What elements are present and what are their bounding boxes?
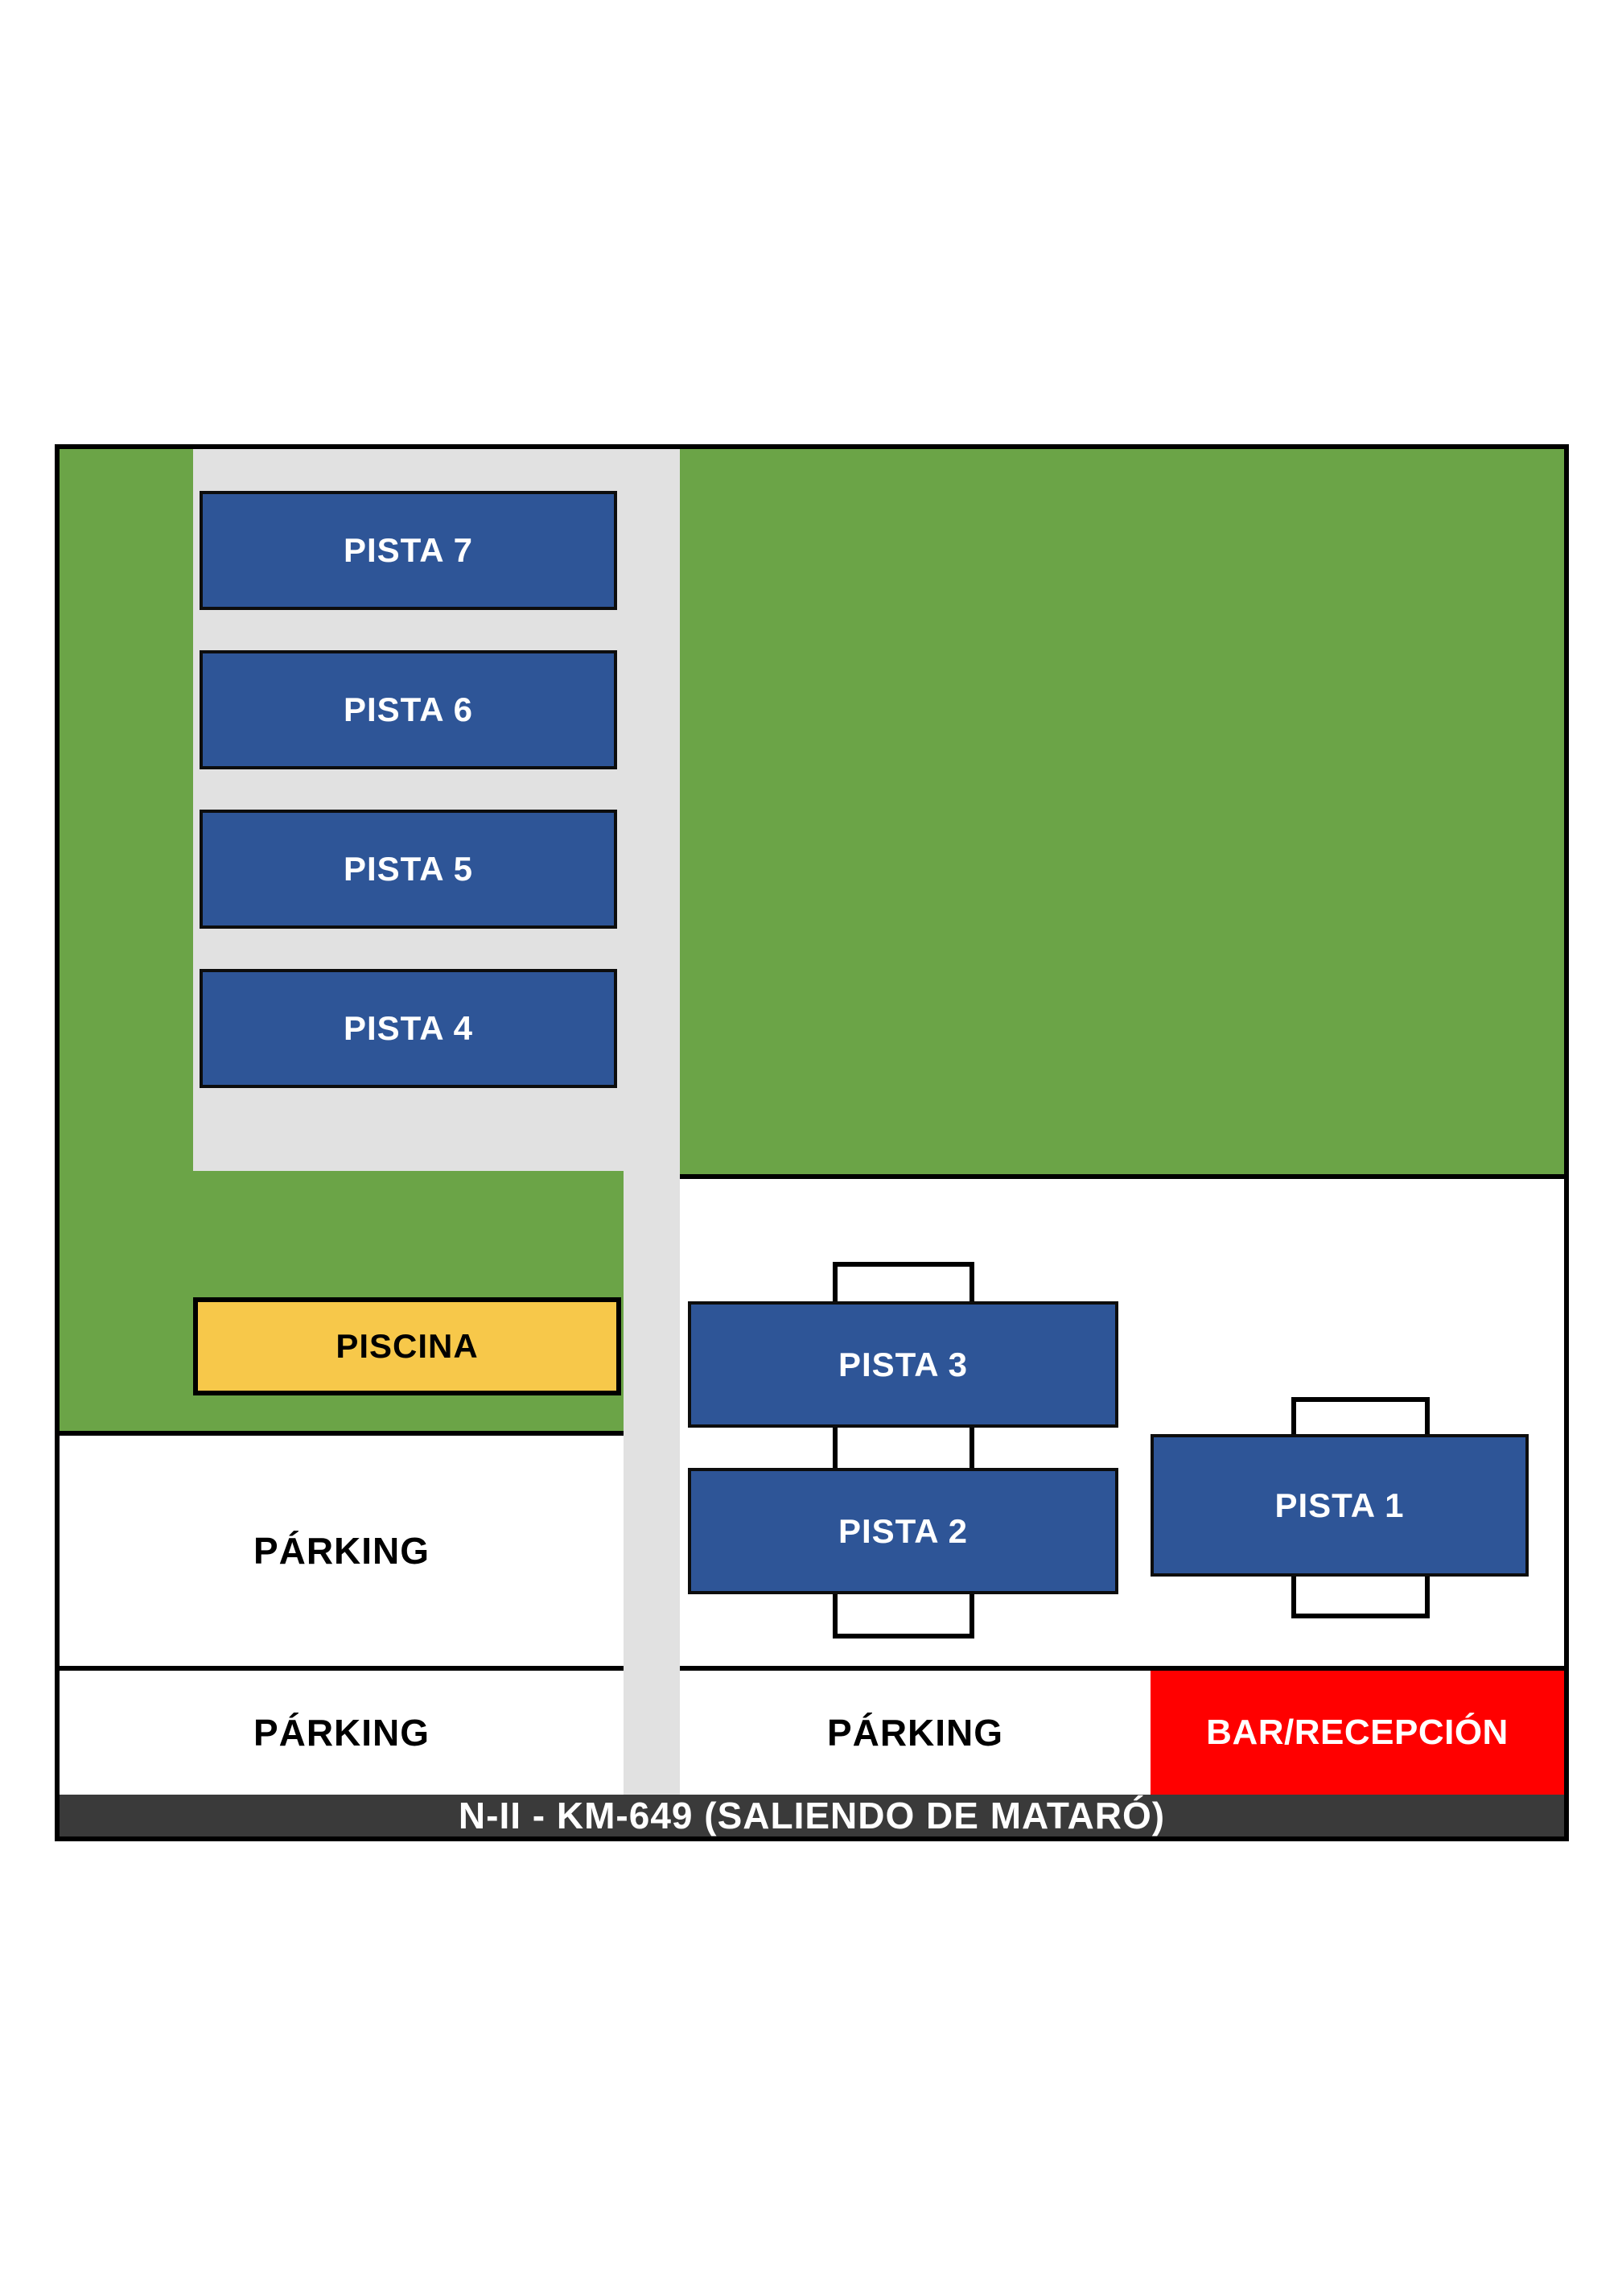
court-pista-3: PISTA 3 <box>688 1301 1118 1428</box>
highway-banner: N-II - KM-649 (SALIENDO DE MATARÓ) <box>60 1795 1564 1836</box>
parking-right-label: PÁRKING <box>826 1712 1004 1754</box>
court-pista-7: PISTA 7 <box>200 491 617 610</box>
parking-right: PÁRKING <box>680 1666 1151 1795</box>
court-1-gate-top <box>1291 1397 1430 1439</box>
court-pista-5-label: PISTA 5 <box>343 850 474 888</box>
court-pista-4-label: PISTA 4 <box>343 1009 474 1047</box>
court-pista-3-label: PISTA 3 <box>838 1345 969 1383</box>
court-pista-1-label: PISTA 1 <box>1274 1486 1405 1524</box>
court-pista-6-label: PISTA 6 <box>343 690 474 728</box>
parking-left-lower: PÁRKING <box>60 1666 624 1795</box>
bar-reception-label: BAR/RECEPCIÓN <box>1206 1713 1509 1752</box>
court-pista-7-label: PISTA 7 <box>343 531 474 569</box>
swimming-pool-label: PISCINA <box>336 1327 479 1365</box>
highway-banner-label: N-II - KM-649 (SALIENDO DE MATARÓ) <box>458 1795 1166 1836</box>
court-pista-1: PISTA 1 <box>1151 1434 1529 1577</box>
parking-left-lower-label: PÁRKING <box>253 1712 430 1754</box>
parking-left-upper-label: PÁRKING <box>253 1530 430 1572</box>
bar-reception: BAR/RECEPCIÓN <box>1151 1666 1564 1795</box>
court-pista-5: PISTA 5 <box>200 810 617 929</box>
club-site-plan: PISTA 7 PISTA 6 PISTA 5 PISTA 4 PISCINA … <box>55 444 1569 1841</box>
court-pista-2: PISTA 2 <box>688 1468 1118 1594</box>
grass-area-right <box>680 449 1564 1179</box>
court-pista-6: PISTA 6 <box>200 650 617 769</box>
parking-left-upper: PÁRKING <box>60 1431 624 1666</box>
court-pista-2-label: PISTA 2 <box>838 1511 969 1550</box>
court-pista-4: PISTA 4 <box>200 969 617 1088</box>
court-1-gate-bottom <box>1291 1572 1430 1618</box>
swimming-pool: PISCINA <box>193 1297 621 1395</box>
court-3-gate-top <box>833 1262 974 1306</box>
access-path <box>624 449 680 1795</box>
